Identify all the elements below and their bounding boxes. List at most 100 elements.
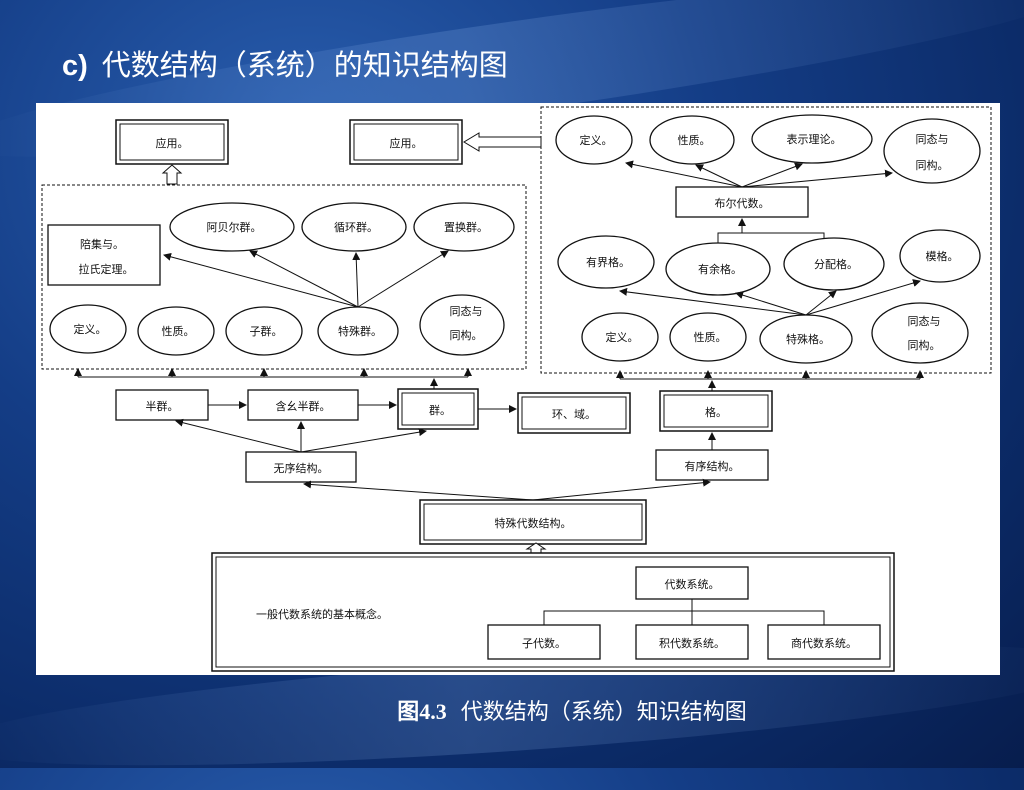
lattice-iso-node [871, 302, 969, 364]
lattice-def-top-node [555, 115, 633, 165]
svg-text:特殊格。: 特殊格。 [786, 332, 830, 346]
lattice-prop-top-node [649, 115, 735, 165]
title-prefix: c) [62, 50, 88, 82]
svg-text:定义。: 定义。 [580, 133, 613, 147]
semigroup-box [115, 389, 209, 421]
slide-title: c) 代数结构（系统）的知识结构图 [62, 42, 508, 84]
edge [249, 250, 359, 308]
edge [619, 287, 807, 316]
repr-theory-node [751, 114, 873, 164]
group-iso-node [419, 294, 505, 356]
edge [625, 160, 743, 188]
svg-text:定义。: 定义。 [606, 330, 639, 344]
svg-text:同态与: 同态与 [450, 305, 483, 318]
product-algebra-box [635, 624, 749, 660]
subgroup-node [225, 306, 303, 356]
svg-text:同构。: 同构。 [450, 328, 483, 342]
svg-text:陪集与。: 陪集与。 [80, 237, 124, 251]
hollow-arrow-left [463, 132, 542, 152]
edge [175, 418, 302, 453]
svg-text:有序结构。: 有序结构。 [685, 459, 740, 473]
edge [741, 162, 803, 188]
svg-text:群。: 群。 [429, 403, 451, 417]
svg-text:模格。: 模格。 [926, 249, 959, 263]
app-box-right: 应用。 [349, 119, 463, 165]
svg-text:商代数系统。: 商代数系统。 [791, 636, 857, 650]
abelian-node [169, 202, 295, 252]
svg-text:布尔代数。: 布尔代数。 [715, 197, 770, 210]
tree-connector [692, 610, 825, 625]
cyclic-label: 循环群。 [334, 220, 378, 234]
svg-text:代数系统。: 代数系统。 [665, 578, 720, 591]
app-box-left: 应用。 [115, 119, 229, 165]
edge [163, 252, 359, 308]
modular-lattice-node [899, 229, 981, 283]
lattice-box: 格。 [659, 390, 773, 432]
knowledge-structure-diagram: 应用。 应用。 陪集与。 拉氏定理。 阿贝尔群。 循环群。 置换群。 定义。 性… [36, 103, 1000, 675]
abelian-label: 阿贝尔群。 [207, 220, 262, 234]
svg-text:子群。: 子群。 [250, 324, 283, 338]
group-def-node [49, 304, 127, 354]
lagrange-box: 陪集与。 拉氏定理。 [47, 224, 161, 286]
svg-text:性质。: 性质。 [162, 324, 195, 338]
ring-field-box: 环、域。 [517, 392, 631, 434]
app-right-label: 应用。 [390, 136, 423, 150]
svg-text:同构。: 同构。 [908, 338, 941, 352]
edge [695, 164, 743, 188]
caption-number: 图4.3 [397, 699, 447, 724]
svg-text:含幺半群。: 含幺半群。 [276, 399, 331, 413]
special-structure-box: 特殊代数结构。 [419, 499, 647, 545]
svg-text:定义。: 定义。 [74, 322, 107, 336]
lattice-def-node [581, 312, 659, 362]
svg-text:同态与: 同态与 [916, 133, 949, 146]
svg-text:分配格。: 分配格。 [814, 257, 858, 271]
edge [805, 290, 837, 316]
tree-connector [543, 599, 693, 625]
algebra-system-box [635, 566, 749, 600]
figure-caption: 图4.3 代数结构（系统）知识结构图 [0, 694, 1024, 726]
edge [303, 480, 534, 501]
app-left-label: 应用。 [156, 136, 189, 150]
svg-text:特殊代数结构。: 特殊代数结构。 [495, 516, 572, 530]
unordered-box [245, 451, 357, 483]
svg-text:格。: 格。 [705, 405, 727, 419]
subalgebra-box [487, 624, 601, 660]
distributive-lattice-node [783, 237, 885, 291]
svg-text:拉氏定理。: 拉氏定理。 [79, 262, 134, 276]
monoid-box [247, 389, 359, 421]
bounded-lattice-node [557, 235, 655, 289]
title-text: 代数结构（系统）的知识结构图 [101, 48, 508, 82]
edge [805, 279, 921, 316]
edge [735, 291, 807, 316]
edge [357, 250, 449, 308]
edge [717, 232, 825, 243]
svg-text:半群。: 半群。 [146, 399, 179, 413]
lattice-prop-node [669, 312, 747, 362]
svg-text:有界格。: 有界格。 [586, 255, 630, 269]
lattice-iso-top-node [883, 118, 981, 184]
perm-label: 置换群。 [444, 220, 488, 234]
diagram-canvas: 应用。 应用。 陪集与。 拉氏定理。 阿贝尔群。 循环群。 置换群。 定义。 性… [41, 106, 992, 672]
quotient-algebra-box [767, 624, 881, 660]
edge [352, 252, 361, 308]
perm-node [413, 202, 515, 252]
svg-text:环、域。: 环、域。 [552, 408, 596, 421]
svg-text:积代数系统。: 积代数系统。 [659, 637, 725, 650]
svg-text:表示理论。: 表示理论。 [787, 132, 842, 146]
lattice-region [540, 106, 992, 374]
edge [300, 428, 427, 453]
svg-text:特殊群。: 特殊群。 [338, 324, 382, 338]
caption-text: 代数结构（系统）知识结构图 [460, 700, 747, 725]
svg-text:无序结构。: 无序结构。 [274, 461, 329, 475]
svg-text:性质。: 性质。 [678, 133, 711, 147]
edge [741, 169, 893, 188]
boolean-algebra-box [675, 186, 809, 218]
group-region [41, 184, 527, 370]
group-prop-node [137, 306, 215, 356]
svg-text:子代数。: 子代数。 [522, 637, 566, 650]
hollow-arrow-up [161, 164, 183, 185]
svg-text:性质。: 性质。 [694, 330, 727, 344]
svg-text:同构。: 同构。 [916, 158, 949, 172]
group-box: 群。 [397, 388, 479, 430]
edge [532, 478, 711, 501]
